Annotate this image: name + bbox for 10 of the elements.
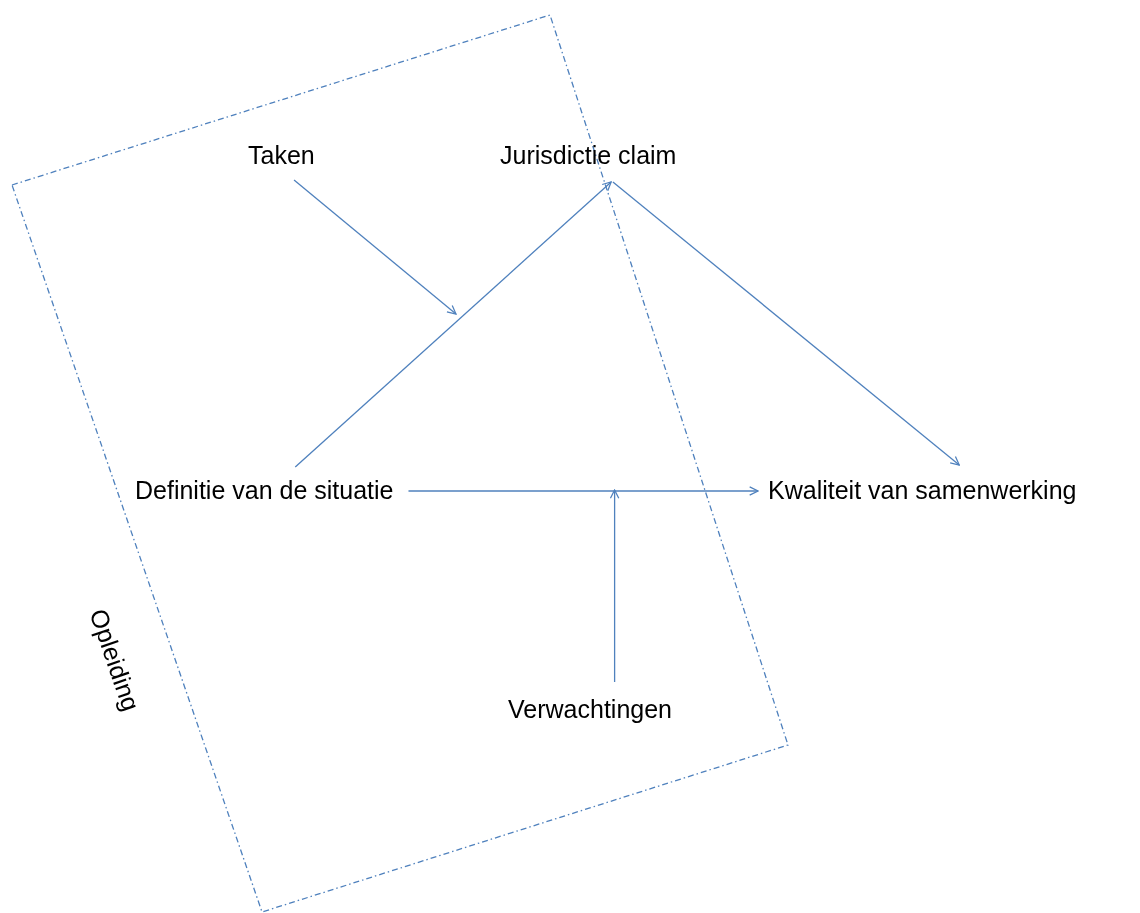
concept-label: Taken (248, 140, 315, 170)
concept-label: Verwachtingen (508, 694, 672, 724)
arrow (293, 179, 457, 315)
arrow (294, 181, 612, 468)
concept-label: Kwaliteit van samenwerking (768, 475, 1077, 505)
concept-label: Jurisdictie claim (500, 140, 677, 170)
arrow (612, 181, 960, 466)
arrow (609, 489, 620, 683)
arrow (407, 486, 759, 496)
concept-label: Definitie van de situatie (135, 475, 394, 505)
